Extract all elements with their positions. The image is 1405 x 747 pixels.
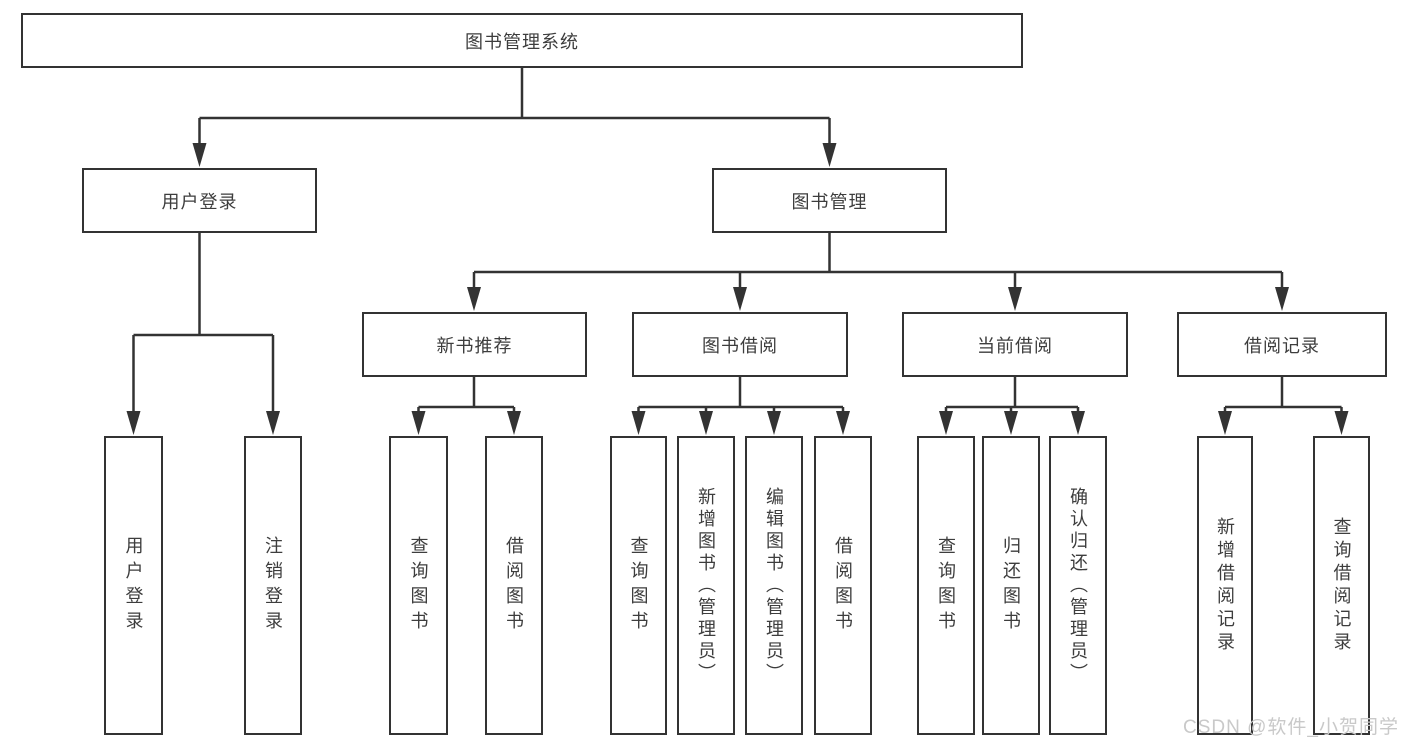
node-label: 注销登录 — [263, 535, 283, 636]
node-label: 查询图书 — [628, 535, 649, 636]
csdn-watermark: CSDN @软件_小贺同学 — [1183, 717, 1399, 738]
node-label: 查询借阅记录 — [1331, 516, 1352, 655]
node-label: 编辑图书（管理员） — [764, 486, 784, 685]
leaf-query-book-current: 查询图书 — [917, 436, 975, 735]
node-label: 借阅图书 — [833, 535, 853, 636]
node-user-login: 用户登录 — [82, 168, 317, 233]
node-label: 当前借阅 — [977, 335, 1053, 356]
leaf-logout: 注销登录 — [244, 436, 302, 735]
node-book-management: 图书管理 — [712, 168, 947, 233]
leaf-add-book-admin: 新增图书（管理员） — [677, 436, 735, 735]
node-label: 查询图书 — [936, 535, 956, 636]
node-label: 用户登录 — [161, 191, 238, 212]
leaf-query-book-borrow: 查询图书 — [610, 436, 667, 735]
node-label: 新增借阅记录 — [1215, 516, 1235, 655]
leaf-add-borrow-record: 新增借阅记录 — [1197, 436, 1253, 735]
node-label: 查询图书 — [408, 535, 429, 636]
node-new-book-recommend: 新书推荐 — [362, 312, 587, 377]
node-label: 图书管理系统 — [465, 31, 579, 52]
node-label: 图书借阅 — [702, 335, 778, 356]
leaf-return-book: 归还图书 — [982, 436, 1040, 735]
node-label: 借阅图书 — [504, 535, 524, 636]
leaf-query-book-recommend: 查询图书 — [389, 436, 448, 735]
leaf-borrow-book-borrow: 借阅图书 — [814, 436, 872, 735]
node-label: 确认归还（管理员） — [1068, 486, 1088, 685]
node-label: 归还图书 — [1001, 535, 1021, 636]
leaf-borrow-book-recommend: 借阅图书 — [485, 436, 543, 735]
node-current-borrow: 当前借阅 — [902, 312, 1128, 377]
node-label: 借阅记录 — [1244, 335, 1320, 356]
leaf-user-login: 用户登录 — [104, 436, 163, 735]
node-label: 新增图书（管理员） — [696, 486, 716, 685]
node-label: 用户登录 — [123, 535, 144, 636]
leaf-query-borrow-record: 查询借阅记录 — [1313, 436, 1370, 735]
node-library-management-system: 图书管理系统 — [21, 13, 1023, 68]
node-borrow-record: 借阅记录 — [1177, 312, 1387, 377]
arrowheads — [126, 143, 1349, 435]
leaf-confirm-return-admin: 确认归还（管理员） — [1049, 436, 1107, 735]
node-label: 新书推荐 — [436, 335, 513, 356]
node-book-borrow: 图书借阅 — [632, 312, 848, 377]
node-label: 图书管理 — [791, 191, 868, 212]
leaf-edit-book-admin: 编辑图书（管理员） — [745, 436, 803, 735]
